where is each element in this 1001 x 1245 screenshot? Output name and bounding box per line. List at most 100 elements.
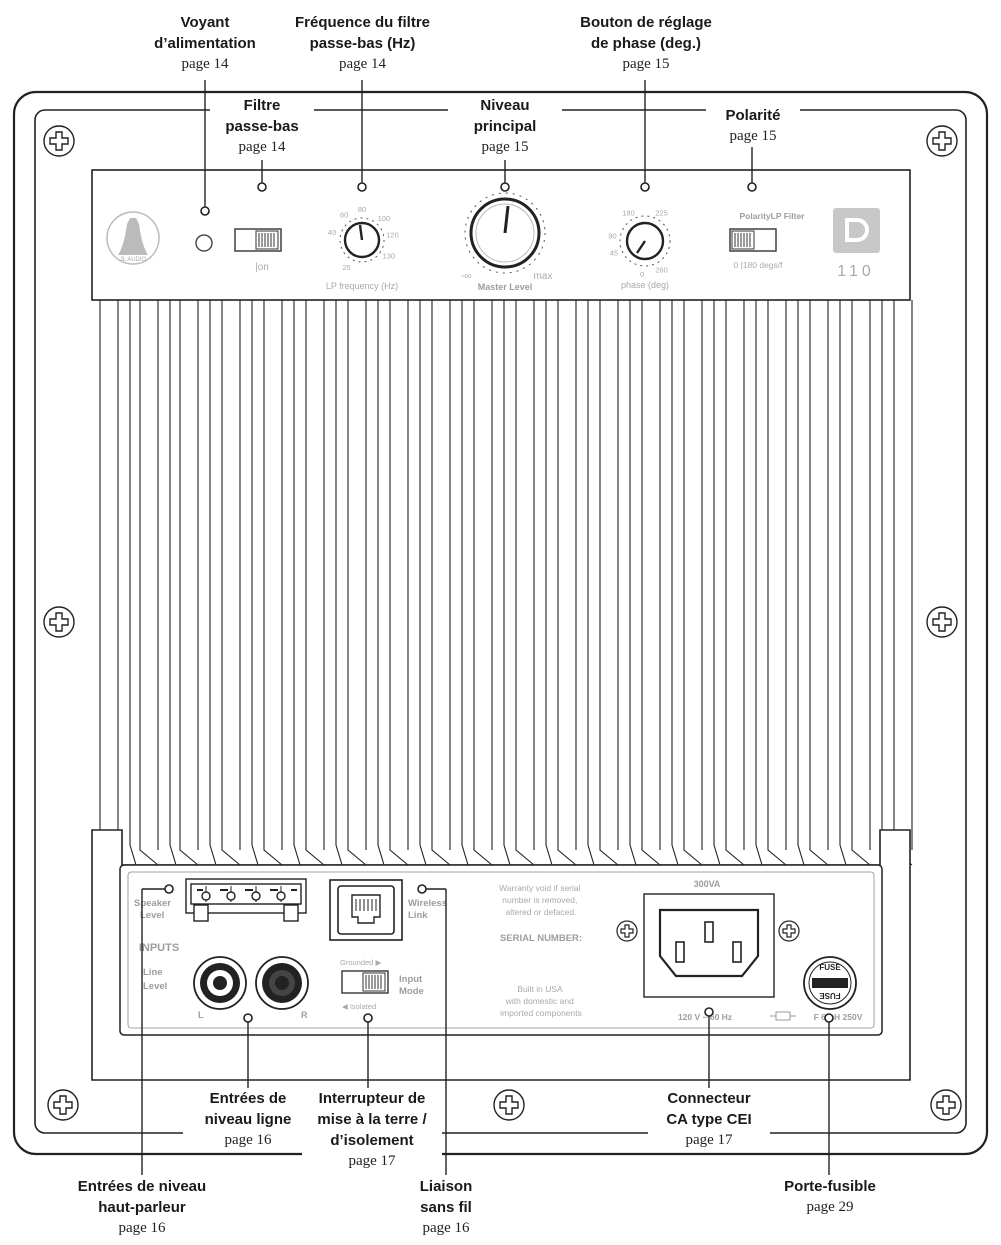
screw-icon bbox=[43, 125, 962, 1121]
callout-title: Niveau principal bbox=[473, 97, 537, 135]
heatsink-fin bbox=[515, 300, 535, 866]
input-mode-switch[interactable] bbox=[341, 970, 389, 994]
rca-jack-right[interactable] bbox=[255, 956, 309, 1010]
callout-page: page 16 bbox=[422, 1220, 470, 1236]
heatsink-fin bbox=[587, 300, 595, 866]
power-va-label: 300VA bbox=[694, 879, 721, 889]
fuse-holder[interactable]: FUSE FUSE bbox=[803, 956, 857, 1010]
callout-page: page 15 bbox=[729, 128, 777, 144]
heatsink-fin bbox=[389, 300, 409, 866]
phase-label: phase (deg) bbox=[621, 280, 669, 290]
knob-tick-label: 0 bbox=[640, 270, 644, 279]
callout-page: page 17 bbox=[348, 1153, 396, 1169]
heatsink-fin bbox=[139, 300, 159, 866]
callout-page: page 14 bbox=[181, 56, 229, 72]
heatsink-fin bbox=[503, 300, 511, 866]
heatsink-fin bbox=[599, 300, 619, 866]
callout-title: Interrupteur de mise à la terre / d’isol… bbox=[317, 1090, 427, 1149]
phase-knob[interactable] bbox=[619, 215, 671, 267]
knob-tick-label: 225 bbox=[655, 208, 668, 217]
fuse-rating-label: F 6A H 250V bbox=[814, 1012, 863, 1022]
callout-phase-knob: Bouton de réglage de phase (deg.) page 1… bbox=[565, 12, 727, 75]
model-badge: 110 bbox=[833, 208, 880, 280]
lp-frequency-label: LP frequency (Hz) bbox=[326, 281, 398, 291]
heatsink-fin bbox=[335, 300, 343, 866]
voltage-label: 120 V ~ 60 Hz bbox=[678, 1012, 732, 1022]
knob-tick-label: 60 bbox=[340, 211, 348, 220]
heatsink-fin bbox=[713, 300, 721, 866]
heatsink-fin bbox=[305, 300, 325, 866]
speaker-terminal-block[interactable] bbox=[185, 878, 307, 922]
heatsink-fin bbox=[641, 300, 661, 866]
callout-page: page 15 bbox=[481, 139, 529, 155]
callout-title: Polarité bbox=[725, 107, 781, 124]
knob-tick-label: 130 bbox=[383, 252, 396, 261]
heatsink-fin bbox=[797, 300, 805, 866]
knob-tick-label: 25 bbox=[342, 263, 350, 272]
heatsink-fin bbox=[169, 300, 177, 866]
callout-title: Bouton de réglage de phase (deg.) bbox=[580, 14, 712, 52]
right-label: R bbox=[301, 1010, 308, 1020]
callout-page: page 14 bbox=[238, 139, 286, 155]
iec-ac-connector[interactable] bbox=[643, 893, 775, 998]
callout-title: Entrées de niveau ligne bbox=[204, 1090, 292, 1128]
polarity-switch[interactable] bbox=[729, 228, 777, 252]
callout-line-inputs: Entrées de niveau ligne page 16 bbox=[183, 1088, 313, 1151]
knob-tick-label: 40 bbox=[328, 228, 336, 237]
iec-screw-left-icon bbox=[616, 920, 638, 942]
heatsink-fin bbox=[179, 300, 199, 866]
knob-tick-label: 180 bbox=[622, 208, 635, 217]
heatsink-fin bbox=[209, 300, 217, 866]
knob-tick-label: 100 bbox=[378, 214, 391, 223]
callout-iec-connector: Connecteur CA type CEI page 17 bbox=[648, 1088, 770, 1151]
heatsink-fin bbox=[671, 300, 679, 866]
lp-frequency-knob[interactable] bbox=[339, 217, 385, 263]
callout-fuse-holder: Porte-fusible page 29 bbox=[770, 1176, 890, 1218]
wireless-link-jack[interactable] bbox=[329, 879, 403, 941]
rca-jack-left[interactable] bbox=[193, 956, 247, 1010]
knob-tick-label: 120 bbox=[386, 231, 399, 240]
left-label: L bbox=[198, 1010, 204, 1020]
callout-wireless-link: Liaison sans fil page 16 bbox=[400, 1176, 492, 1239]
heatsink-fin bbox=[809, 300, 829, 866]
jl-audio-logo: JL AUDIO bbox=[106, 211, 160, 265]
fuse-symbol-icon bbox=[770, 1011, 796, 1021]
heatsink-fin bbox=[377, 300, 385, 866]
built-in-usa-text: Built in USA with domestic and imported … bbox=[500, 984, 582, 1018]
callout-page: page 16 bbox=[118, 1220, 166, 1236]
leader-lines bbox=[141, 80, 830, 1175]
heatsink-fin bbox=[461, 300, 469, 866]
lp-filter-switch[interactable] bbox=[234, 228, 282, 252]
polarity-sub-label: 0 |180 degs/f bbox=[734, 260, 784, 270]
iec-screw-right-icon bbox=[778, 920, 800, 942]
heatsink-fin bbox=[293, 300, 301, 866]
heatsink-fin bbox=[629, 300, 637, 866]
wireless-link-label: Wireless Link bbox=[408, 898, 450, 921]
bottom-panel-inner bbox=[127, 871, 875, 1029]
knob-tick-label: 260 bbox=[655, 266, 668, 275]
callout-title: Entrées de niveau haut-parleur bbox=[77, 1178, 207, 1216]
callout-title: Porte-fusible bbox=[784, 1178, 876, 1195]
master-min-label: -∞ bbox=[461, 271, 471, 282]
heatsink-fin bbox=[851, 300, 871, 866]
lp-frequency-ticks: 25 40 60 80 100 120 130 bbox=[328, 205, 399, 272]
polarity-header-label: PolarityLP Filter bbox=[739, 211, 805, 221]
heatsink-fin bbox=[839, 300, 847, 866]
svg-text:FUSE: FUSE bbox=[819, 991, 841, 1000]
leader-dots bbox=[164, 182, 834, 1023]
callout-lp-filter: Filtre passe-bas page 14 bbox=[210, 95, 314, 158]
speaker-level-label: Speaker Level bbox=[134, 898, 174, 921]
input-mode-label: Input Mode bbox=[399, 974, 425, 997]
master-level-knob[interactable] bbox=[464, 192, 546, 274]
callout-page: page 29 bbox=[806, 1199, 854, 1215]
power-led bbox=[195, 234, 213, 252]
callout-title: Filtre passe-bas bbox=[225, 97, 299, 135]
master-max-label: max bbox=[534, 271, 553, 282]
callout-page: page 16 bbox=[224, 1132, 272, 1148]
heatsink-fin bbox=[347, 300, 367, 866]
callout-page: page 14 bbox=[338, 56, 387, 72]
knob-tick-label: 80 bbox=[358, 205, 366, 214]
heatsink-fin bbox=[419, 300, 427, 866]
